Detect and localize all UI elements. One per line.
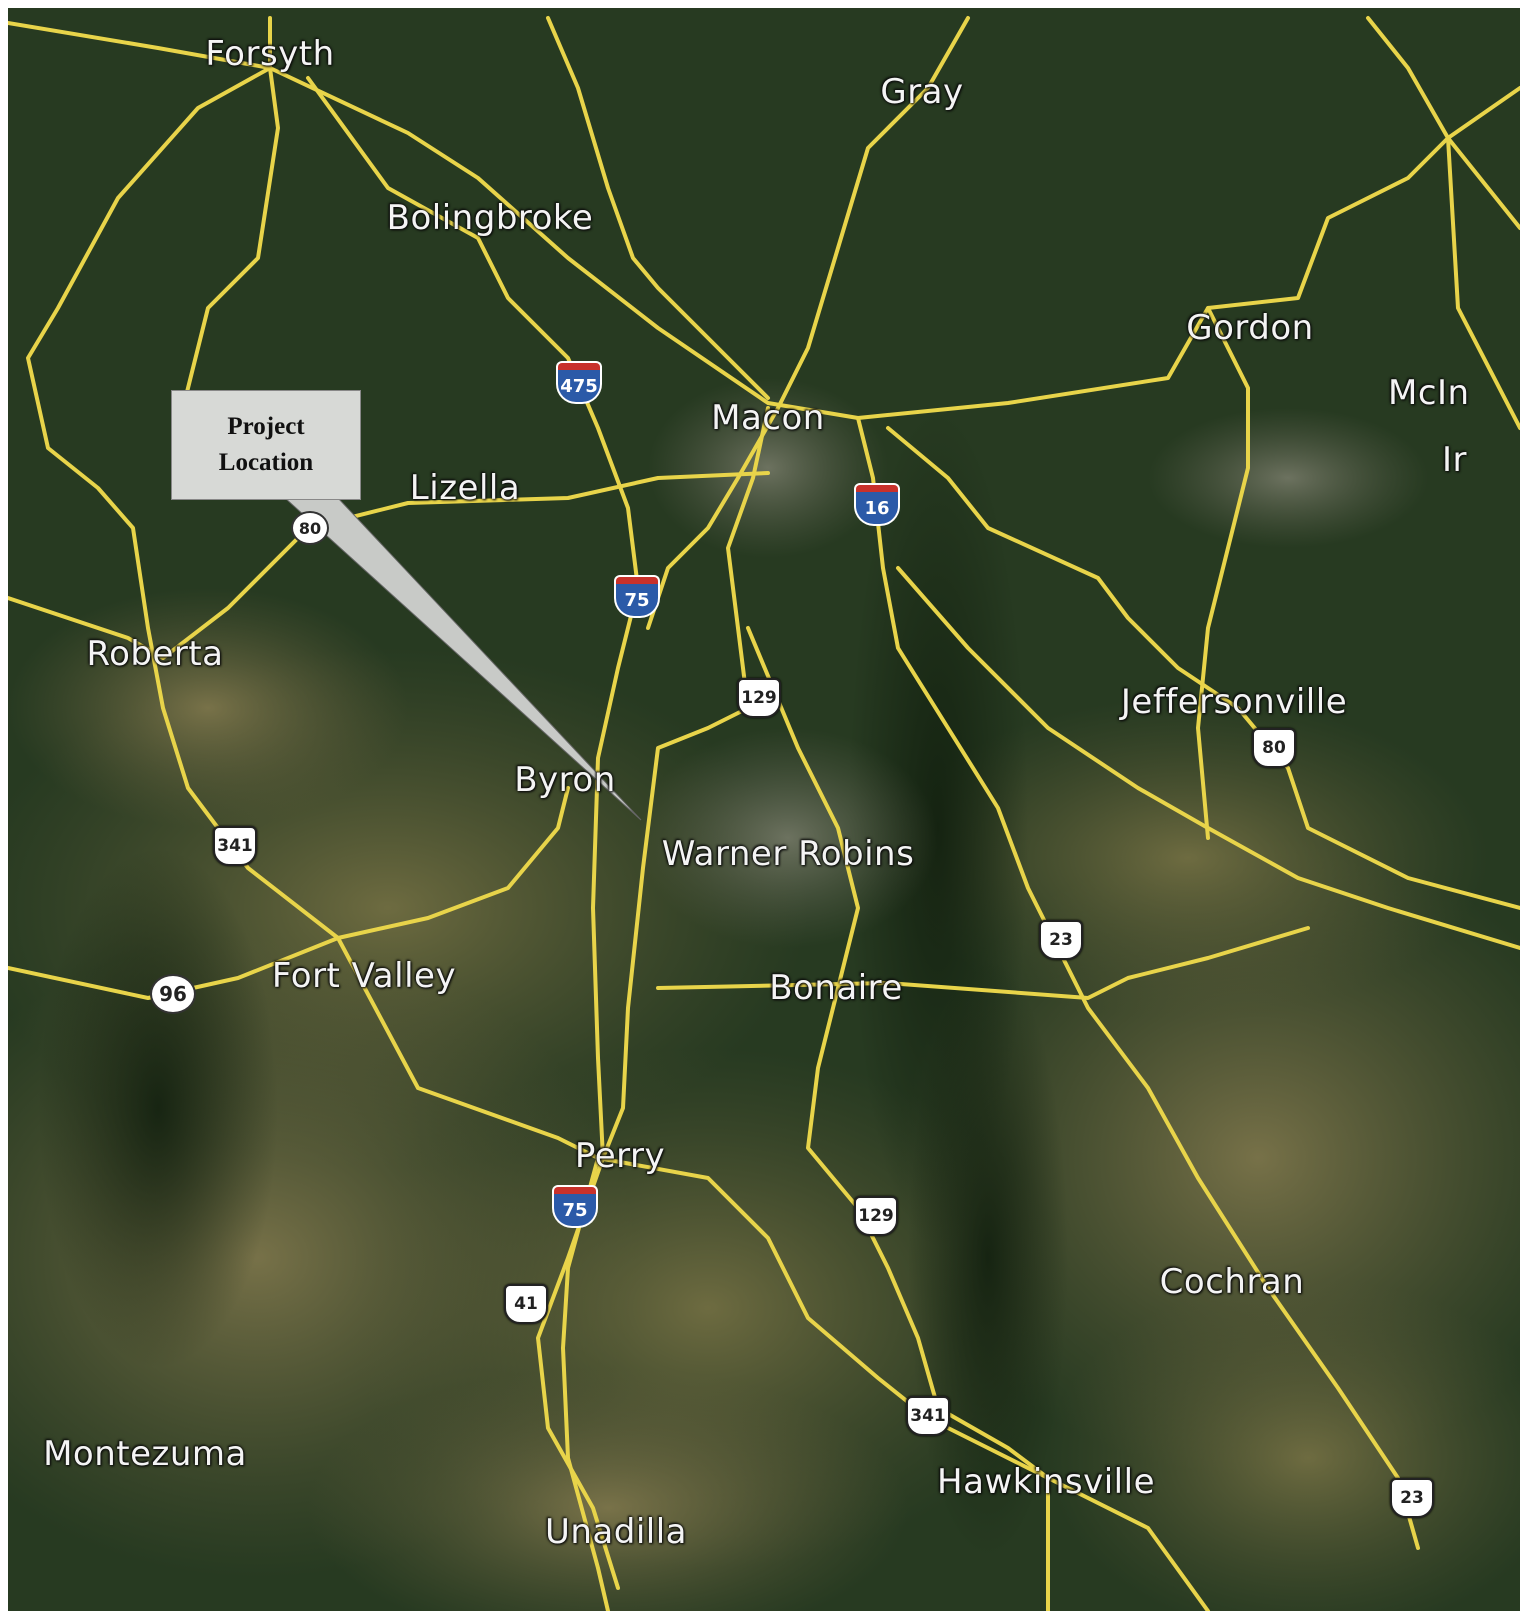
interstate-16-shield: 16 — [854, 483, 900, 529]
city-label-mcintyre[interactable]: McIn — [1388, 373, 1470, 413]
city-label-jeffersonville[interactable]: Jeffersonville — [1120, 682, 1348, 722]
city-label-irwinton[interactable]: Ir — [1442, 440, 1468, 480]
city-label-unadilla[interactable]: Unadilla — [544, 1512, 688, 1552]
us-41-shield: 41 — [504, 1284, 548, 1324]
city-label-warner-robins[interactable]: Warner Robins — [661, 834, 915, 874]
us-129-north-shield: 129 — [737, 678, 781, 718]
satellite-map[interactable]: Project Location Forsyth Gray Bolingbrok… — [8, 8, 1520, 1611]
shield-number: 75 — [614, 584, 660, 618]
city-label-hawkinsville[interactable]: Hawkinsville — [937, 1462, 1155, 1502]
city-label-lizella[interactable]: Lizella — [409, 468, 521, 508]
terrain-layer — [8, 8, 1520, 1611]
project-location-callout[interactable]: Project Location — [171, 390, 361, 500]
us-23-south-shield: 23 — [1390, 1478, 1434, 1518]
interstate-75-north-shield: 75 — [614, 575, 660, 621]
city-label-gordon[interactable]: Gordon — [1186, 308, 1314, 348]
us-80-shield: 80 — [1252, 728, 1296, 768]
city-label-gray[interactable]: Gray — [880, 72, 964, 112]
callout-line-1: Project — [227, 413, 305, 440]
city-label-forsyth[interactable]: Forsyth — [205, 34, 335, 74]
city-label-roberta[interactable]: Roberta — [86, 634, 224, 674]
callout-line-2: Location — [218, 449, 314, 476]
city-label-cochran[interactable]: Cochran — [1159, 1262, 1305, 1302]
ga-80-shield: 80 — [291, 511, 329, 545]
us-341-west-shield: 341 — [213, 826, 257, 866]
us-23-mid-shield: 23 — [1039, 920, 1083, 960]
shield-number: 475 — [556, 370, 602, 404]
interstate-75-south-shield: 75 — [552, 1185, 598, 1231]
us-129-south-shield: 129 — [854, 1196, 898, 1236]
ga-96-shield: 96 — [150, 974, 196, 1014]
city-label-fort-valley[interactable]: Fort Valley — [271, 956, 457, 996]
us-341-south-shield: 341 — [906, 1396, 950, 1436]
city-label-bonaire[interactable]: Bonaire — [769, 968, 903, 1008]
city-label-byron[interactable]: Byron — [514, 760, 616, 800]
city-label-perry[interactable]: Perry — [574, 1136, 666, 1176]
city-label-bolingbroke[interactable]: Bolingbroke — [386, 198, 594, 238]
city-label-macon[interactable]: Macon — [711, 398, 825, 438]
city-label-montezuma[interactable]: Montezuma — [43, 1434, 247, 1474]
shield-number: 16 — [854, 492, 900, 526]
interstate-475-shield: 475 — [556, 361, 602, 407]
shield-number: 75 — [552, 1194, 598, 1228]
